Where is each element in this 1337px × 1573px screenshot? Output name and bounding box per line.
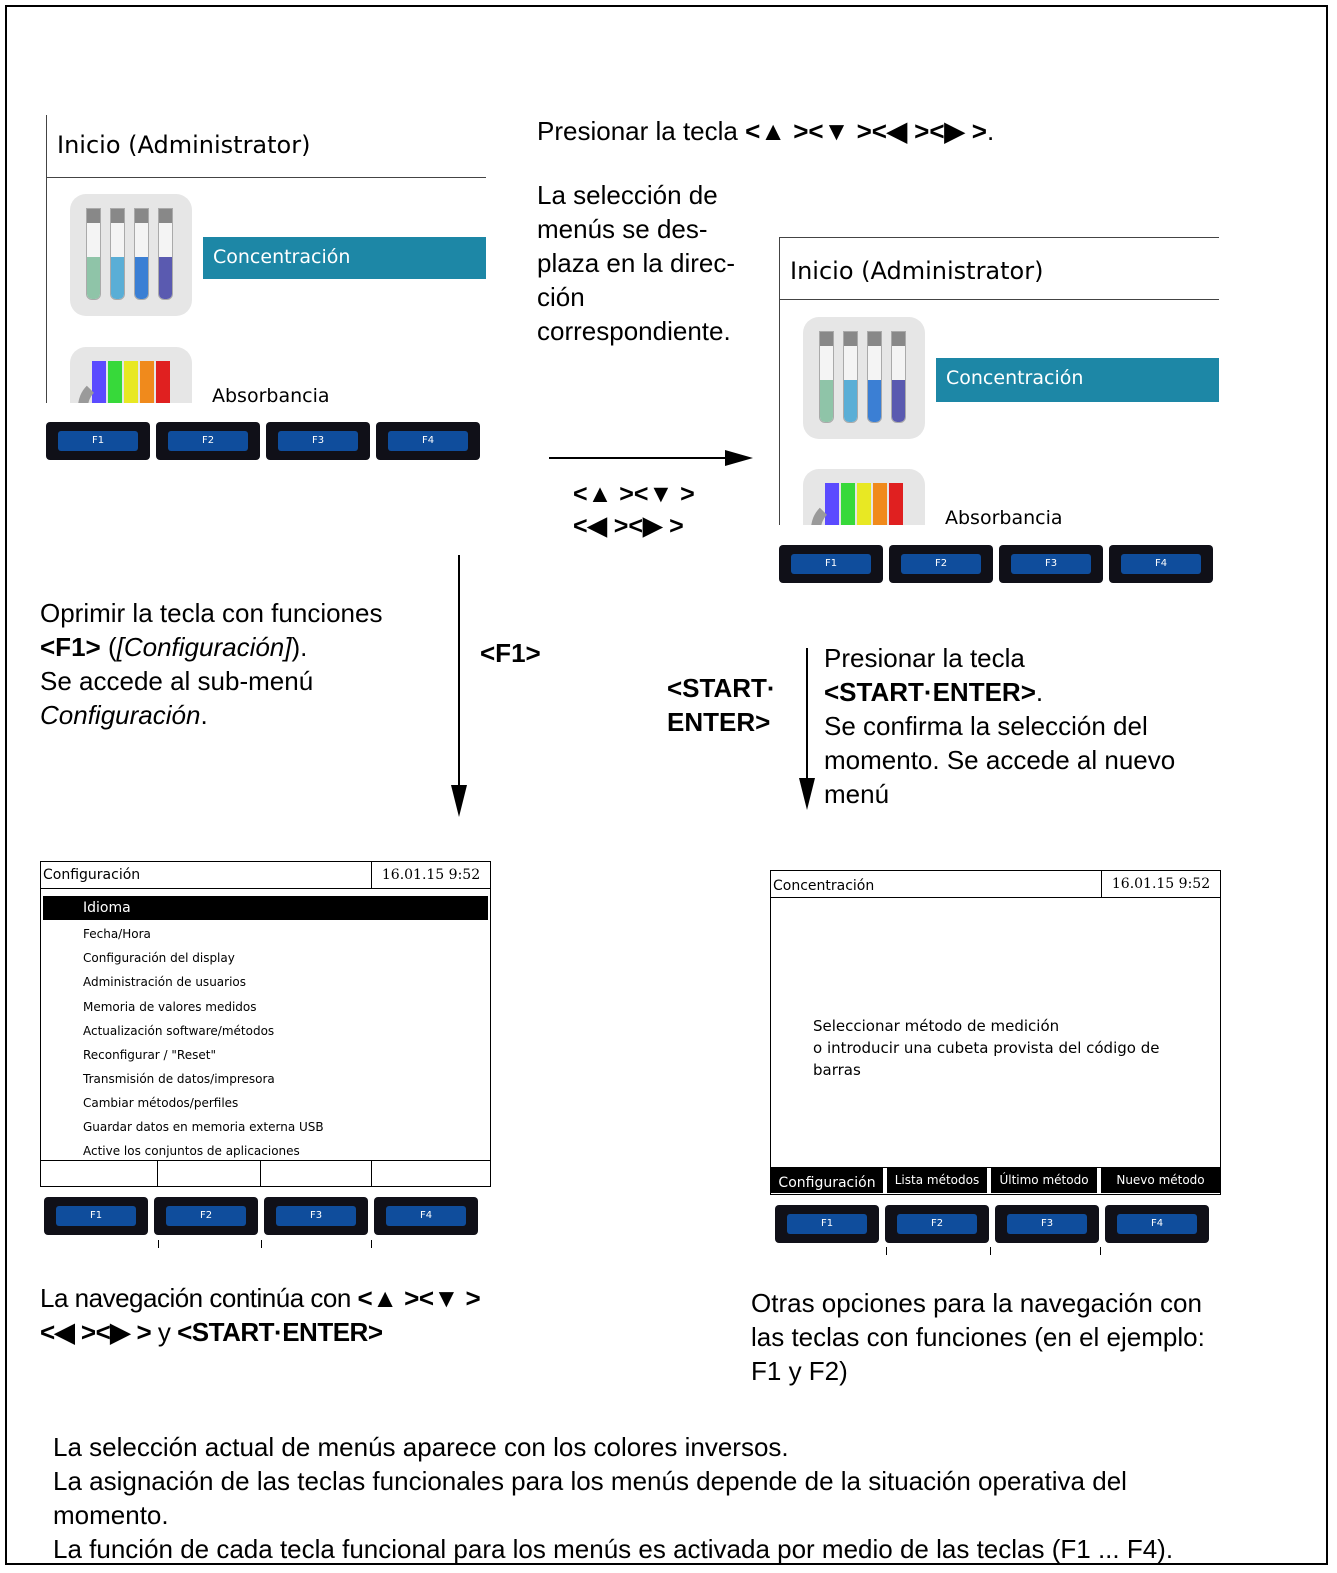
concentration-tile-icon bbox=[70, 194, 192, 316]
menu-shift-text: La selección de menús se des- plaza en l… bbox=[537, 180, 735, 346]
f3-key[interactable]: F3 bbox=[999, 545, 1103, 583]
menu-item-absorbance[interactable]: Absorbancia bbox=[945, 507, 1063, 525]
other-options-text: Otras opciones para la navegación con la… bbox=[751, 1288, 1205, 1386]
menu-item-date-time[interactable]: Fecha/Hora bbox=[83, 927, 151, 941]
f3-key[interactable]: F3 bbox=[264, 1197, 368, 1235]
screen-title: Inicio (Administrator) bbox=[57, 131, 311, 159]
fkey-bar-top-right: F1 F2 F3 F4 bbox=[779, 545, 1213, 583]
softkey-new-method[interactable]: Nuevo método bbox=[1101, 1168, 1220, 1193]
datetime: 16.01.15 9:52 bbox=[1101, 871, 1220, 897]
f4-key[interactable]: F4 bbox=[1109, 545, 1213, 583]
f4-key[interactable]: F4 bbox=[374, 1197, 478, 1235]
f1-key[interactable]: F1 bbox=[46, 422, 150, 460]
concentration-tile-icon bbox=[803, 317, 925, 439]
absorbance-tile-icon bbox=[70, 347, 192, 403]
instruction-message: Seleccionar método de medición o introdu… bbox=[813, 1017, 1160, 1079]
screen-title: Configuración bbox=[43, 867, 141, 883]
f2-key[interactable]: F2 bbox=[885, 1205, 989, 1243]
tube-liquid bbox=[87, 257, 100, 299]
fkey-bar-config: F1 F2 F3 F4 bbox=[44, 1197, 478, 1235]
f3-key[interactable]: F3 bbox=[995, 1205, 1099, 1243]
concentration-screen: Concentración 16.01.15 9:52 Seleccionar … bbox=[770, 870, 1221, 1195]
page-frame bbox=[5, 5, 1328, 1565]
menu-item-measured-memory[interactable]: Memoria de valores medidos bbox=[83, 1000, 257, 1014]
softkey-method-list[interactable]: Lista métodos bbox=[887, 1168, 987, 1193]
arrow-horizontal-icon bbox=[549, 450, 753, 466]
f1-key[interactable]: F1 bbox=[779, 545, 883, 583]
f3-key[interactable]: F3 bbox=[266, 422, 370, 460]
screen-title: Concentración bbox=[773, 878, 875, 894]
softkey-1[interactable] bbox=[41, 1161, 158, 1186]
fkey-bar-top-left: F1 F2 F3 F4 bbox=[46, 422, 480, 460]
datetime: 16.01.15 9:52 bbox=[371, 862, 490, 888]
start-screen-right: Inicio (Administrator) Concentración Abs… bbox=[779, 237, 1219, 525]
menu-item-display-config[interactable]: Configuración del display bbox=[83, 951, 235, 965]
fkey-bar-concentration: F1 F2 F3 F4 bbox=[775, 1205, 1209, 1243]
menu-item-concentration[interactable]: Concentración bbox=[936, 358, 1219, 402]
f2-key[interactable]: F2 bbox=[154, 1197, 258, 1235]
f4-key[interactable]: F4 bbox=[1105, 1205, 1209, 1243]
f1-key[interactable]: F1 bbox=[44, 1197, 148, 1235]
f2-key[interactable]: F2 bbox=[156, 422, 260, 460]
f2-key[interactable]: F2 bbox=[889, 545, 993, 583]
f1-arrow-label: <F1> bbox=[480, 638, 541, 668]
softkey-last-method[interactable]: Último método bbox=[991, 1168, 1097, 1193]
notes-text: La selección actual de menús aparece con… bbox=[53, 1432, 1174, 1564]
f1-key[interactable]: F1 bbox=[775, 1205, 879, 1243]
softkey-3[interactable] bbox=[261, 1161, 372, 1186]
absorbance-tile-icon bbox=[803, 469, 925, 525]
menu-item-absorbance[interactable]: Absorbancia bbox=[212, 385, 330, 403]
softkey-row: Configuración Lista métodos Último métod… bbox=[771, 1167, 1220, 1194]
arrow-down-enter-icon bbox=[799, 648, 815, 810]
menu-item-language[interactable]: Idioma bbox=[43, 896, 488, 920]
enter-explanation-text: Presionar la tecla <START·ENTER>. Se con… bbox=[824, 643, 1176, 809]
press-arrow-keys-text: Presionar la tecla <▲ ><▼ ><◀ ><▶ >. bbox=[537, 116, 995, 146]
menu-item-concentration[interactable]: Concentración bbox=[203, 237, 486, 279]
menu-item-application-sets[interactable]: Active los conjuntos de aplicaciones bbox=[83, 1144, 300, 1158]
navigation-continues-text: La navegación continúa con <▲ ><▼ > <◀ >… bbox=[40, 1283, 481, 1347]
start-screen-left: Inicio (Administrator) Concentración Abs… bbox=[46, 115, 486, 403]
menu-item-software-update[interactable]: Actualización software/métodos bbox=[83, 1024, 275, 1038]
menu-item-user-admin[interactable]: Administración de usuarios bbox=[83, 975, 247, 989]
softkey-2[interactable] bbox=[158, 1161, 261, 1186]
menu-item-usb-save[interactable]: Guardar datos en memoria externa USB bbox=[83, 1120, 324, 1134]
menu-item-change-methods[interactable]: Cambiar métodos/perfiles bbox=[83, 1096, 239, 1110]
softkey-configuration[interactable]: Configuración bbox=[771, 1168, 883, 1193]
f1-explanation-text: Oprimir la tecla con funciones <F1> ([Co… bbox=[40, 598, 383, 730]
enter-arrow-label: <START· ENTER> bbox=[667, 673, 776, 737]
arrow-down-f1-icon bbox=[451, 555, 467, 817]
menu-item-reset[interactable]: Reconfigurar / "Reset" bbox=[83, 1048, 216, 1062]
menu-item-data-transfer[interactable]: Transmisión de datos/impresora bbox=[83, 1072, 275, 1086]
softkey-row bbox=[41, 1160, 490, 1186]
f4-key[interactable]: F4 bbox=[376, 422, 480, 460]
screen-title: Inicio (Administrator) bbox=[790, 257, 1044, 285]
softkey-4[interactable] bbox=[372, 1161, 490, 1186]
config-screen: Configuración 16.01.15 9:52 Idioma Fecha… bbox=[40, 861, 491, 1187]
arrow-keys-label: <▲ ><▼ > <◀ ><▶ > bbox=[573, 480, 695, 540]
